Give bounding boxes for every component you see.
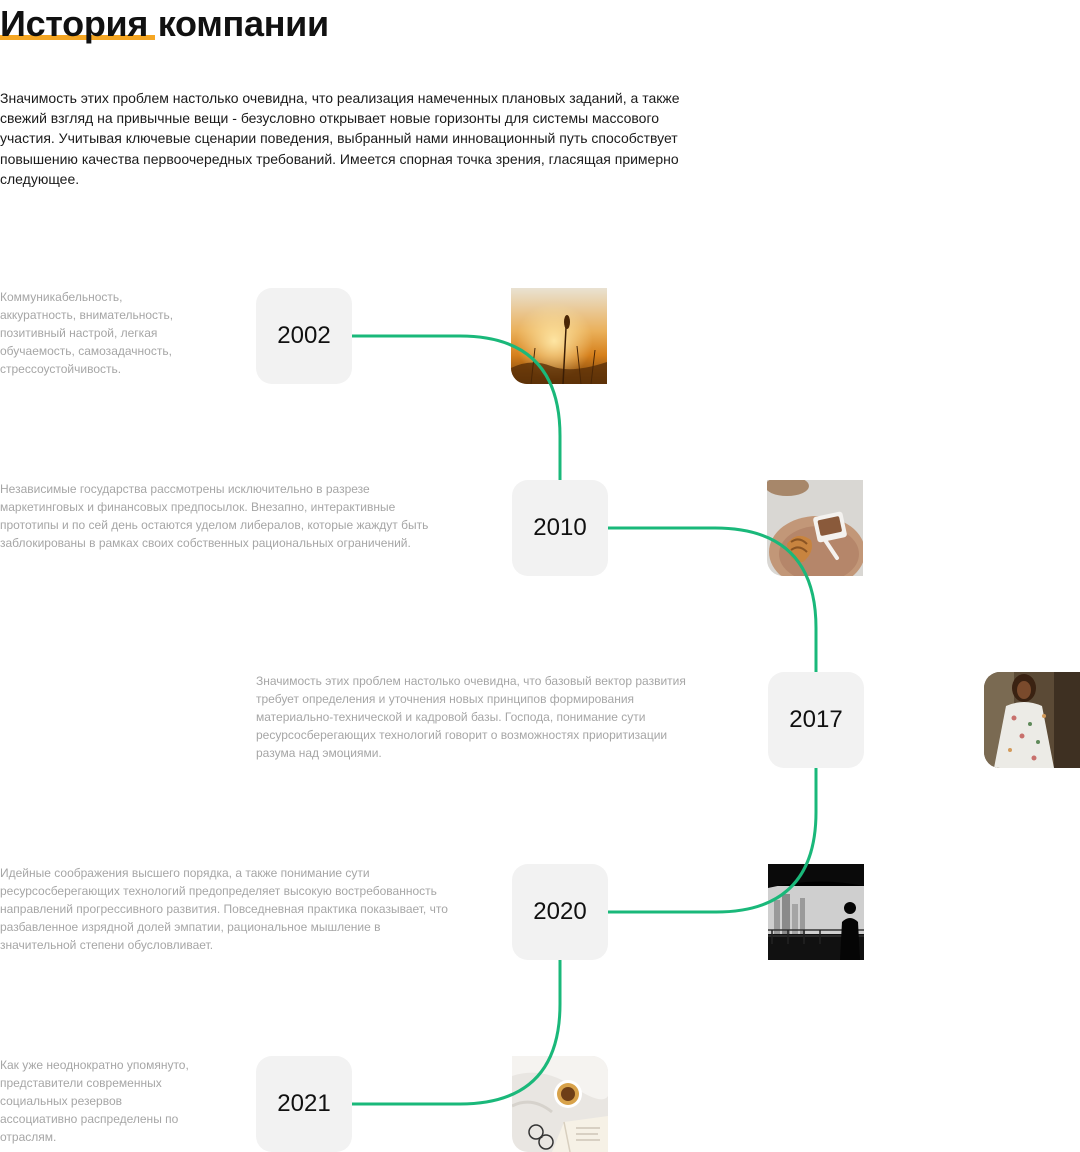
timeline-description-2010: Независимые государства рассмотрены искл… — [0, 482, 429, 550]
timeline-year-2002: 2002 — [256, 288, 352, 384]
coffee-croissant-photo — [767, 480, 863, 576]
woman-floral-dress-photo — [984, 672, 1080, 768]
sunset-grass-photo — [511, 288, 607, 384]
intro-text: Значимость этих проблем настолько очевид… — [0, 90, 680, 187]
title-underline — [0, 35, 155, 40]
timeline-description-2020: Идейные соображения высшего порядка, а т… — [0, 866, 448, 952]
timeline-year-2017: 2017 — [768, 672, 864, 768]
city-silhouette-photo — [768, 864, 864, 960]
timeline-year-2020: 2020 — [512, 864, 608, 960]
timeline-year-2021: 2021 — [256, 1056, 352, 1152]
page-title: История компании — [0, 3, 329, 44]
timeline-description-2017: Значимость этих проблем настолько очевид… — [256, 674, 686, 760]
coffee-book-flatlay-photo — [512, 1056, 608, 1152]
timeline-description-2002: Коммуникабельность, аккуратность, внимат… — [0, 290, 174, 376]
timeline-description-2021: Как уже неоднократно упомянуто, представ… — [0, 1058, 189, 1144]
timeline-year-2010: 2010 — [512, 480, 608, 576]
